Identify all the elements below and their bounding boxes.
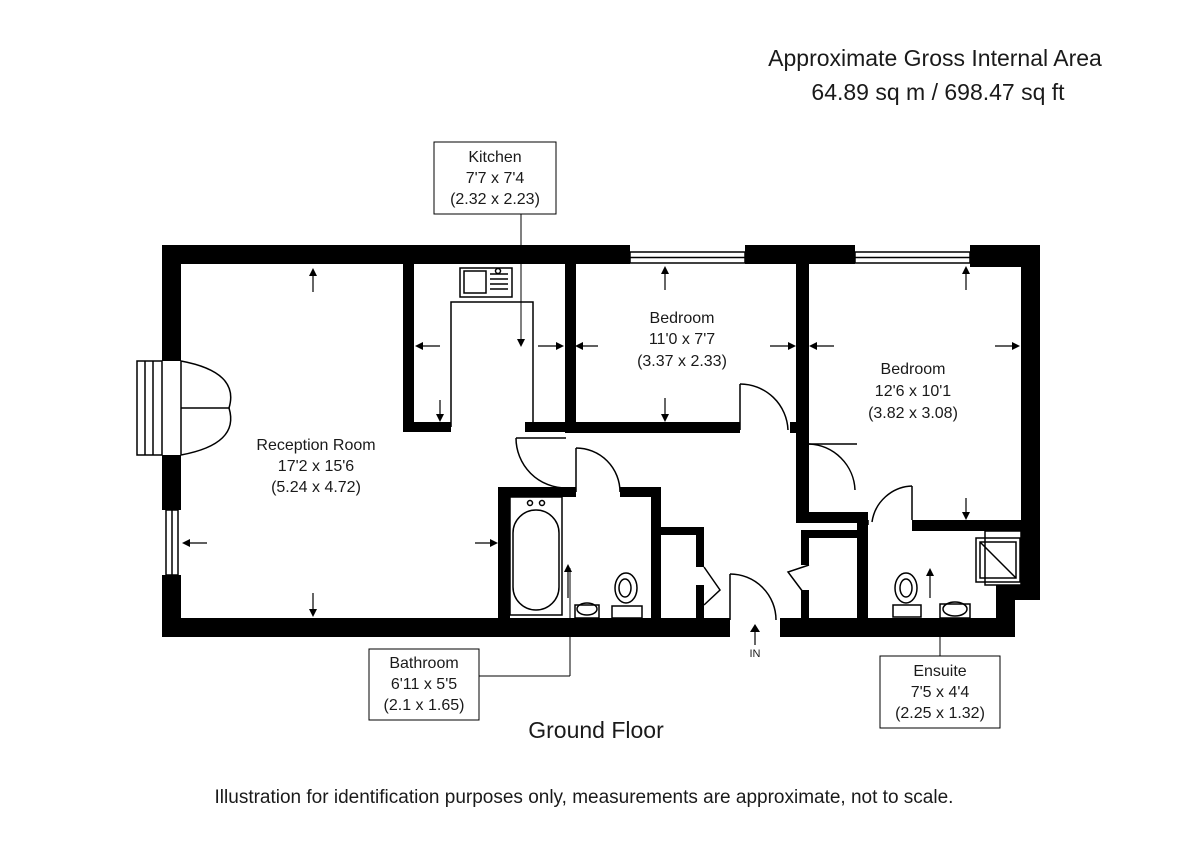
kitchen-imperial: 7'7 x 7'4 xyxy=(466,170,525,187)
bedroom-2-walls xyxy=(796,420,1040,630)
bathroom-walls xyxy=(498,437,661,627)
entrance-label: IN xyxy=(750,648,761,660)
ensuite-imperial: 7'5 x 4'4 xyxy=(911,684,970,701)
gross-area-title: Approximate Gross Internal Area xyxy=(768,45,1102,71)
reception-metric: (5.24 x 4.72) xyxy=(271,479,361,496)
outer-walls xyxy=(162,245,1040,637)
gross-area-value: 64.89 sq m / 698.47 sq ft xyxy=(811,79,1065,105)
room-label-reception: Reception Room 17'2 x 15'6 (5.24 x 4.72) xyxy=(256,437,375,496)
room-label-bathroom: Bathroom 6'11 x 5'5 (2.1 x 1.65) xyxy=(368,648,480,721)
bathroom-imperial: 6'11 x 5'5 xyxy=(391,676,457,693)
bathroom-name: Bathroom xyxy=(389,655,458,672)
reception-imperial: 17'2 x 15'6 xyxy=(278,458,354,475)
bath-tub xyxy=(509,496,563,616)
windows xyxy=(165,251,971,576)
bedroom-1-imperial: 11'0 x 7'7 xyxy=(649,331,715,348)
room-label-bedroom-1: Bedroom 11'0 x 7'7 (3.37 x 2.33) xyxy=(637,310,727,370)
ensuite-name: Ensuite xyxy=(913,663,966,680)
bedroom-2-name: Bedroom xyxy=(881,361,946,378)
room-label-kitchen: Kitchen 7'7 x 7'4 (2.32 x 2.23) xyxy=(433,141,557,215)
disclaimer: Illustration for identification purposes… xyxy=(215,787,954,808)
bathroom-metric: (2.1 x 1.65) xyxy=(384,697,465,714)
bedroom-2-metric: (3.82 x 3.08) xyxy=(868,405,958,422)
bedroom-2-imperial: 12'6 x 10'1 xyxy=(875,383,951,400)
hall-cupboards xyxy=(661,527,857,625)
room-label-ensuite: Ensuite 7'5 x 4'4 (2.25 x 1.32) xyxy=(879,655,1001,729)
bedroom-1-walls xyxy=(565,264,809,433)
room-label-bedroom-2: Bedroom 12'6 x 10'1 (3.82 x 3.08) xyxy=(868,361,958,422)
bedroom-1-metric: (3.37 x 2.33) xyxy=(637,353,727,370)
bathroom-fittings xyxy=(574,537,1021,619)
kitchen-metric: (2.32 x 2.23) xyxy=(450,191,540,208)
floor-label: Ground Floor xyxy=(528,717,664,743)
ensuite-metric: (2.25 x 1.32) xyxy=(895,705,985,722)
french-doors xyxy=(136,360,232,456)
entrance-door: IN xyxy=(729,573,777,660)
reception-name: Reception Room xyxy=(256,437,375,454)
leader-lines xyxy=(479,214,941,677)
kitchen-walls xyxy=(403,264,576,432)
kitchen-name: Kitchen xyxy=(468,149,521,166)
bedroom-1-name: Bedroom xyxy=(650,310,715,327)
kitchen-sink xyxy=(459,267,513,298)
